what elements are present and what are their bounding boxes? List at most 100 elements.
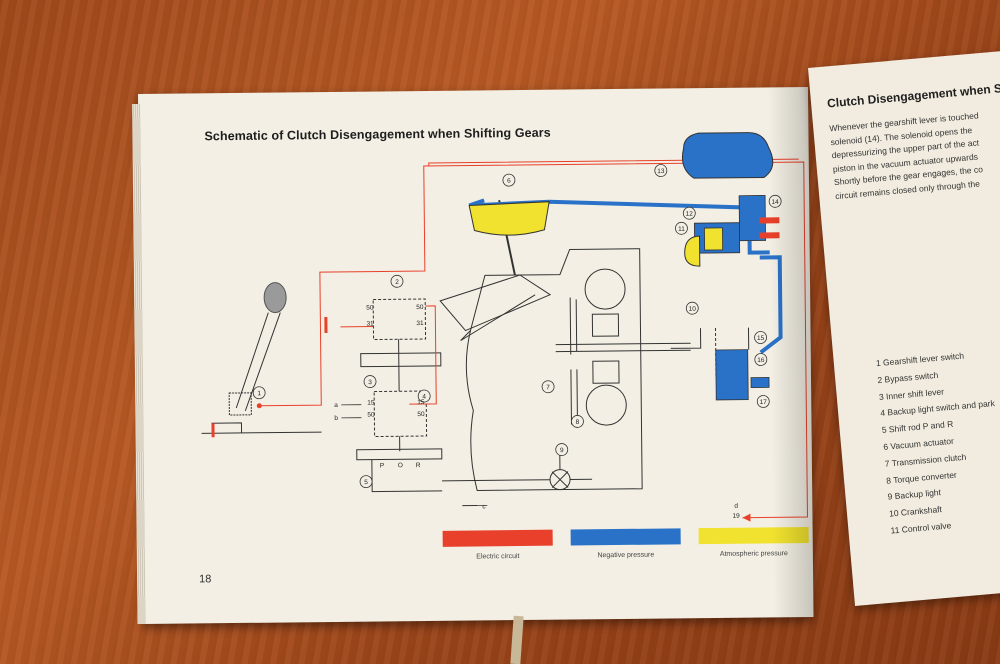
gutter-shadow (767, 86, 814, 618)
legend-electric-swatch (442, 529, 553, 547)
solenoid-terminal-1 (759, 217, 780, 224)
legend-negative-swatch (570, 528, 681, 546)
callout-1-label: 1 (257, 390, 261, 397)
right-page-paragraph: Whenever the gearshift lever is touched … (829, 107, 1000, 203)
right-page-title: Clutch Disengagement when S (826, 81, 1000, 111)
callout-3 (363, 375, 377, 388)
callout-12 (682, 206, 696, 220)
callout-15 (754, 331, 767, 344)
torque-converter-upper (584, 268, 626, 310)
terminal-31-b: 31 (416, 320, 424, 327)
terminal-50-d: 50 (417, 411, 425, 418)
callout-numbers: 1 2 3 4 5 6 7 8 9 10 11 12 13 14 15 16 1… (257, 168, 780, 486)
terminal-31-a: 31 (366, 321, 374, 328)
right-book-page: Clutch Disengagement when S Whenever the… (808, 50, 1000, 606)
bookmark-ribbon (510, 615, 524, 664)
selector-o: O (398, 462, 403, 469)
transmission-housing (465, 248, 643, 491)
callout-16 (754, 353, 768, 366)
callout-12-label: 12 (686, 211, 694, 218)
bypass-switch-box (372, 298, 427, 341)
converter-hub-lower (592, 360, 620, 384)
wire-label-c: c (482, 503, 486, 510)
vacuum-actuator-yellow (468, 201, 550, 236)
torque-converter-lower (585, 384, 627, 426)
gearshift-knob (263, 282, 287, 314)
callout-15-label: 15 (757, 335, 765, 342)
wire-label-19: 19 (732, 513, 740, 520)
selector-p: P (380, 462, 384, 469)
callout-1 (252, 386, 266, 400)
callout-7-label: 7 (546, 384, 550, 391)
callout-11 (675, 221, 688, 235)
callout-11-label: 11 (678, 226, 685, 233)
clutch-schematic-diagram: 1 2 3 4 5 6 7 8 9 10 11 12 13 14 15 16 1… (201, 132, 808, 522)
valve-17 (750, 377, 770, 388)
wire-label-a: a (334, 402, 338, 409)
lever-switch-contact (256, 403, 262, 409)
ground-symbol-red (324, 317, 328, 334)
inner-shift-lever-plate (360, 352, 442, 368)
terminal-50-b: 50 (416, 304, 424, 311)
wire-arrows (341, 404, 488, 506)
control-valve-atmospheric (684, 235, 701, 267)
ground-symbol-red-2 (211, 423, 215, 438)
terminal-50-c: 50 (367, 412, 375, 419)
red-arrow-head (742, 513, 751, 522)
callout-17 (756, 395, 770, 408)
callout-17-label: 17 (760, 399, 768, 406)
callout-10-label: 10 (689, 306, 697, 313)
linkage-rod-1 (460, 294, 536, 342)
terminal-50-a: 50 (366, 305, 374, 312)
terminal-15-a: 15 (367, 400, 375, 407)
callout-14-label: 14 (772, 199, 780, 206)
linkage-arm (439, 274, 552, 332)
shift-rod-lower (371, 459, 443, 493)
callout-6-label: 6 (507, 178, 511, 185)
legend-negative-label: Negative pressure (597, 551, 655, 560)
callout-13-label: 13 (657, 168, 665, 175)
wire-label-b: b (334, 415, 338, 422)
callout-6 (502, 173, 516, 187)
selector-r: R (416, 462, 421, 469)
terminal-15-b: 15 (417, 399, 425, 406)
control-valve-spring (704, 227, 724, 251)
electric-circuit-wires (259, 158, 808, 519)
callout-5 (359, 475, 373, 489)
transmission-clutch-plates (569, 297, 578, 425)
callout-4 (417, 389, 431, 403)
converter-hub-upper (591, 313, 620, 337)
backup-light-cross (551, 471, 569, 489)
callout-9 (555, 443, 569, 456)
crankshaft-line (555, 342, 691, 353)
parts-list: 1 Gearshift lever switch 2 Bypass switch… (875, 345, 1000, 539)
callout-9-label: 9 (560, 447, 564, 454)
callout-circles (252, 164, 782, 489)
lever-switch-box (228, 392, 252, 416)
shift-rod (398, 339, 401, 452)
callout-2 (390, 274, 404, 288)
lever-base (201, 422, 322, 434)
callout-8 (571, 415, 584, 428)
callout-2-label: 2 (395, 279, 399, 286)
vacuum-reservoir (681, 132, 774, 179)
callout-13 (654, 164, 668, 177)
page-number: 18 (199, 573, 212, 586)
control-valve-lower-chamber (715, 349, 749, 401)
switch-terminal-labels: 50 50 31 31 15 15 50 50 a b c d 19 P O R (334, 304, 740, 520)
left-book-page: Schematic of Clutch Disengagement when S… (132, 86, 814, 625)
callout-5-label: 5 (364, 479, 368, 486)
legend-electric-label: Electric circuit (476, 553, 520, 561)
callout-8-label: 8 (576, 419, 580, 426)
callout-14 (768, 194, 782, 208)
solenoid-terminal-2 (759, 232, 780, 239)
shift-rod-p-r (356, 448, 443, 461)
crankshaft-end (670, 328, 702, 349)
callout-16-label: 16 (757, 357, 765, 364)
callout-3-label: 3 (368, 379, 372, 386)
gearshift-lever (235, 312, 281, 412)
backup-light-wires (442, 454, 593, 482)
callout-10 (685, 301, 699, 315)
callout-4-label: 4 (422, 393, 426, 400)
callout-7 (541, 380, 555, 394)
